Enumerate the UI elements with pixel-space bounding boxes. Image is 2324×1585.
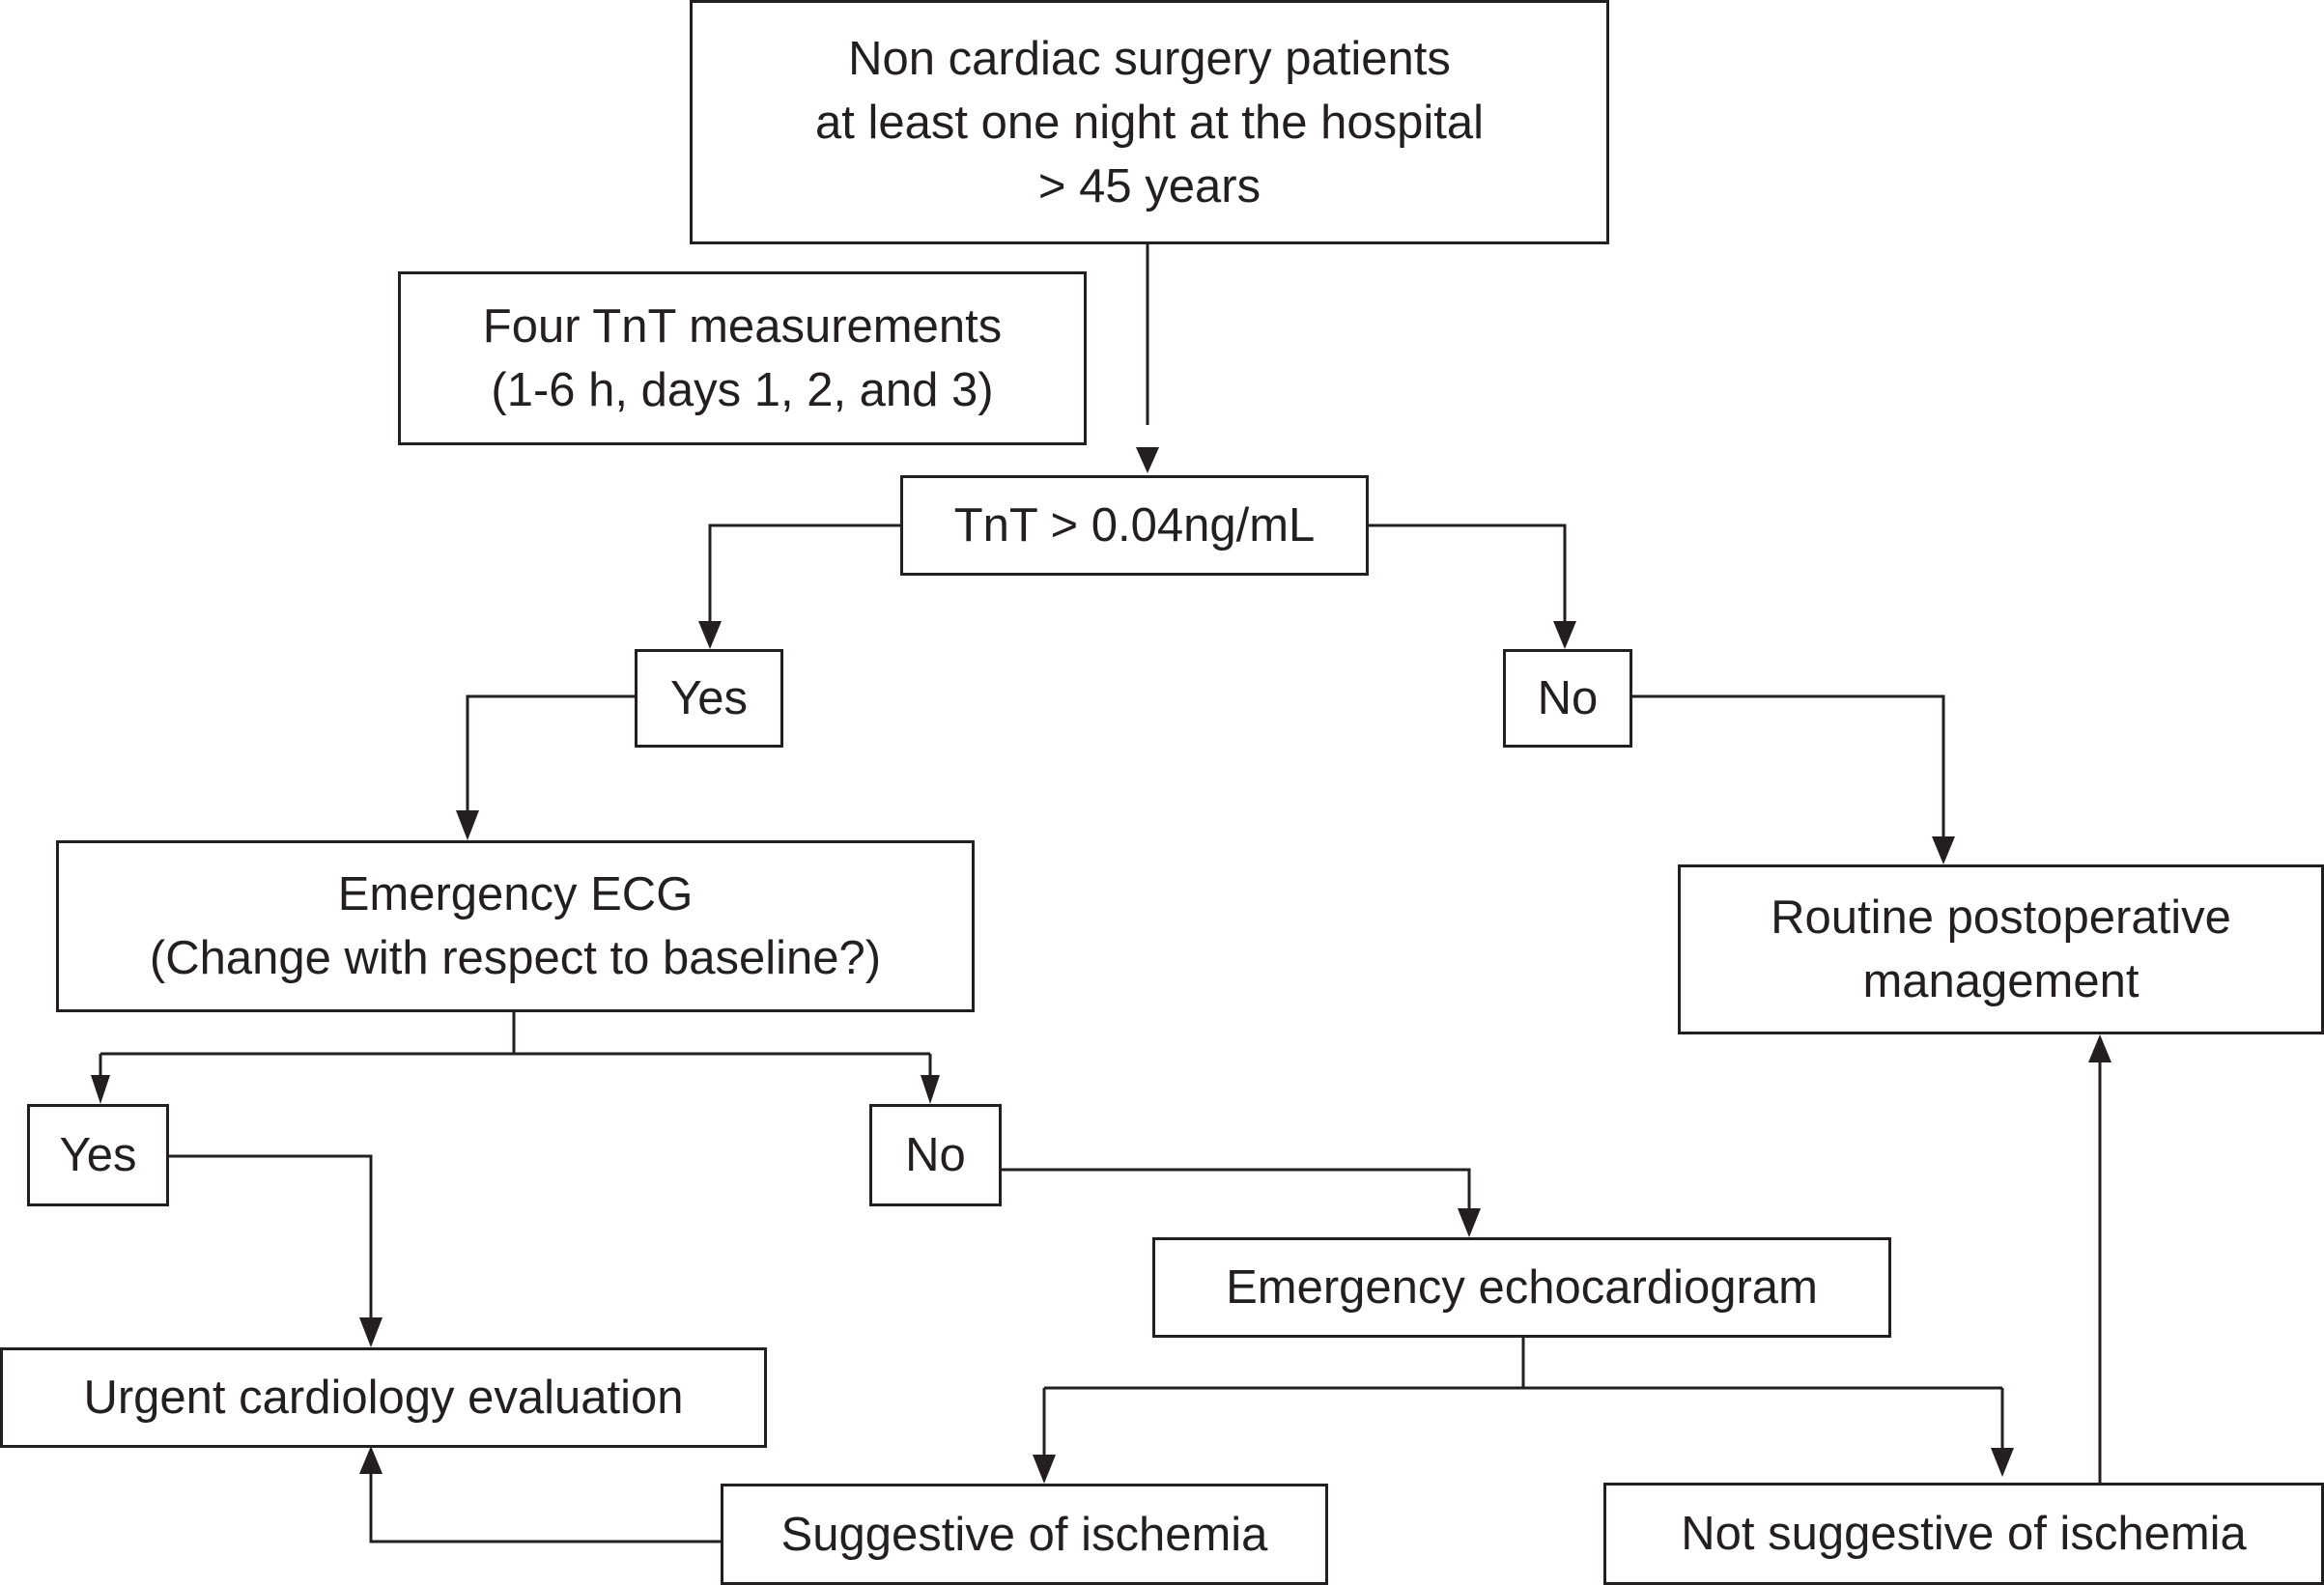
tnt-yes-label: Yes (670, 672, 748, 724)
arrowhead-no-to-routine (1932, 836, 1955, 864)
start-criteria-line-2: at least one night at the hospital (815, 96, 1484, 149)
connector-yes-to-ecg (466, 694, 636, 811)
connector-threshold-to-yes (708, 524, 901, 624)
cardiology-evaluation-box: Urgent cardiology evaluation (0, 1347, 767, 1448)
arrowhead-threshold-to-yes (698, 621, 722, 649)
ecg-yes-box: Yes (27, 1104, 169, 1206)
connector-ecgyes-to-cardiology (168, 1154, 373, 1318)
ecg-yes-label: Yes (59, 1129, 137, 1181)
tnt-measurements-box: Four TnT measurements (1-6 h, days 1, 2,… (398, 271, 1087, 445)
tnt-yes-box: Yes (635, 649, 783, 748)
arrowhead-yes-to-ecg (456, 810, 479, 840)
start-criteria-box: Non cardiac surgery patients at least on… (690, 0, 1609, 244)
start-criteria-line-1: Non cardiac surgery patients (848, 32, 1451, 85)
connector-no-to-routine (1632, 694, 1945, 836)
tnt-threshold-label: TnT > 0.04ng/mL (953, 499, 1316, 552)
arrowhead-start-to-threshold (1136, 447, 1159, 473)
not-suggestive-ischemia-box: Not suggestive of ischemia (1603, 1483, 2324, 1585)
arrowhead-echo-to-not-suggestive (1991, 1448, 2014, 1477)
connector-ecg-split (99, 1012, 932, 1078)
cardiology-evaluation-label: Urgent cardiology evaluation (83, 1372, 684, 1424)
tnt-measurements-line-2: (1-6 h, days 1, 2, and 3) (491, 364, 994, 416)
not-suggestive-ischemia-label: Not suggestive of ischemia (1681, 1508, 2247, 1560)
routine-management-box: Routine postoperative management (1678, 864, 2324, 1034)
arrowhead-ecg-to-yes (91, 1075, 110, 1104)
suggestive-ischemia-box: Suggestive of ischemia (721, 1484, 1328, 1585)
emergency-ecg-line-2: (Change with respect to baseline?) (149, 932, 882, 984)
echocardiogram-label: Emergency echocardiogram (1226, 1261, 1818, 1314)
connector-echo-split (1042, 1337, 2004, 1458)
connector-threshold-to-no (1368, 524, 1567, 624)
echocardiogram-box: Emergency echocardiogram (1152, 1237, 1891, 1338)
arrowhead-echo-to-suggestive (1033, 1455, 1056, 1484)
arrowhead-notsuggestive-to-routine (2088, 1034, 2111, 1062)
tnt-measurements-line-1: Four TnT measurements (482, 300, 1003, 353)
arrowhead-ecg-to-no (921, 1075, 940, 1104)
routine-management-line-2: management (1862, 955, 2140, 1007)
arrowhead-ecgno-to-echo (1458, 1208, 1481, 1237)
tnt-no-label: No (1537, 672, 1599, 724)
ecg-no-label: No (905, 1129, 966, 1181)
start-criteria-line-3: > 45 years (1037, 159, 1261, 212)
ecg-no-box: No (869, 1104, 1002, 1206)
emergency-ecg-box: Emergency ECG (Change with respect to ba… (56, 840, 975, 1012)
arrowhead-ecgyes-to-cardiology (359, 1317, 383, 1347)
tnt-no-box: No (1503, 649, 1632, 748)
arrowhead-threshold-to-no (1553, 621, 1576, 649)
routine-management-line-1: Routine postoperative (1771, 892, 2231, 944)
emergency-ecg-line-1: Emergency ECG (337, 868, 694, 920)
connector-ecgno-to-echo (1000, 1168, 1471, 1210)
connector-suggestive-to-cardiology (369, 1473, 721, 1543)
arrowhead-suggestive-to-cardiology (359, 1446, 383, 1474)
tnt-threshold-box: TnT > 0.04ng/mL (900, 475, 1369, 576)
suggestive-ischemia-label: Suggestive of ischemia (780, 1508, 1268, 1561)
